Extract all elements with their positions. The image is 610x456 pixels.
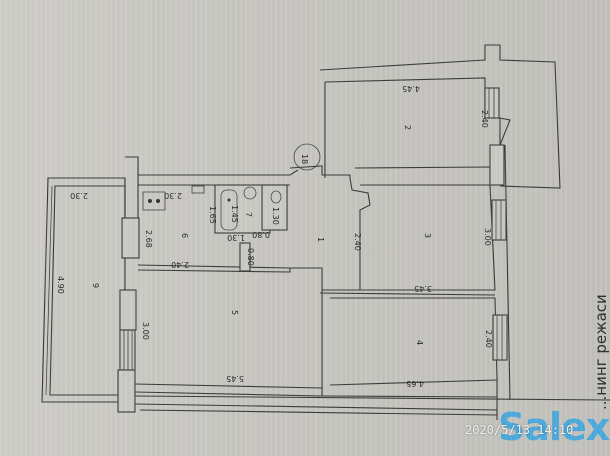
- window-room-4: [492, 314, 508, 361]
- svg-text:2.40: 2.40: [484, 330, 493, 348]
- window-room-3: [491, 199, 507, 241]
- caption-line-2: ...нинг режаси: [592, 294, 610, 410]
- window-room-2: [484, 87, 500, 119]
- toilet-icon: [270, 190, 282, 204]
- svg-text:6: 6: [180, 233, 189, 238]
- svg-text:1.65: 1.65: [208, 206, 217, 224]
- watermark: Salex: [498, 405, 610, 449]
- svg-text:5.45: 5.45: [226, 374, 244, 383]
- svg-text:5: 5: [230, 310, 239, 315]
- svg-text:1.30: 1.30: [227, 233, 245, 242]
- svg-text:1.30: 1.30: [271, 207, 280, 225]
- svg-text:3: 3: [423, 233, 432, 238]
- svg-text:1.45: 1.45: [230, 205, 239, 223]
- toilet-area: [261, 184, 288, 231]
- timestamp: 2020/5/13 14:10: [465, 423, 574, 437]
- svg-text:2.30: 2.30: [70, 191, 88, 200]
- bathtub-icon: [220, 189, 238, 231]
- sink-icon: [243, 186, 257, 200]
- svg-text:1: 1: [316, 237, 325, 242]
- svg-text:3.45: 3.45: [414, 284, 432, 293]
- svg-text:0.80: 0.80: [246, 248, 255, 266]
- svg-text:4.45: 4.45: [402, 84, 420, 93]
- svg-text:2: 2: [403, 125, 412, 130]
- counter-icon: [191, 185, 205, 194]
- svg-text:4.65: 4.65: [406, 379, 424, 388]
- stove-icon: [142, 191, 166, 211]
- svg-text:4: 4: [415, 340, 424, 345]
- dimension-labels: 4.90 2.30 5.45 3.00 2.40 2.30 2.68 1.65 …: [56, 84, 493, 388]
- svg-text:2.30: 2.30: [164, 191, 182, 200]
- svg-text:9: 9: [91, 283, 100, 288]
- svg-text:0.80: 0.80: [252, 230, 270, 239]
- bathroom-area: [214, 184, 271, 234]
- window-room-5: [119, 329, 136, 371]
- wall-segment: [121, 217, 140, 259]
- svg-text:3.00: 3.00: [483, 228, 492, 246]
- room-labels: 9 5 6 7 1 2 3 4 18: [91, 125, 432, 345]
- svg-text:2.40: 2.40: [171, 260, 189, 269]
- svg-text:2.68: 2.68: [144, 230, 153, 248]
- svg-text:7: 7: [244, 212, 253, 217]
- svg-text:18: 18: [300, 154, 309, 164]
- svg-text:4.90: 4.90: [56, 276, 65, 294]
- svg-text:2.40: 2.40: [480, 110, 489, 128]
- apartment-number-circle: [293, 143, 321, 171]
- svg-text:3.00: 3.00: [141, 322, 150, 340]
- svg-text:2.40: 2.40: [353, 233, 362, 251]
